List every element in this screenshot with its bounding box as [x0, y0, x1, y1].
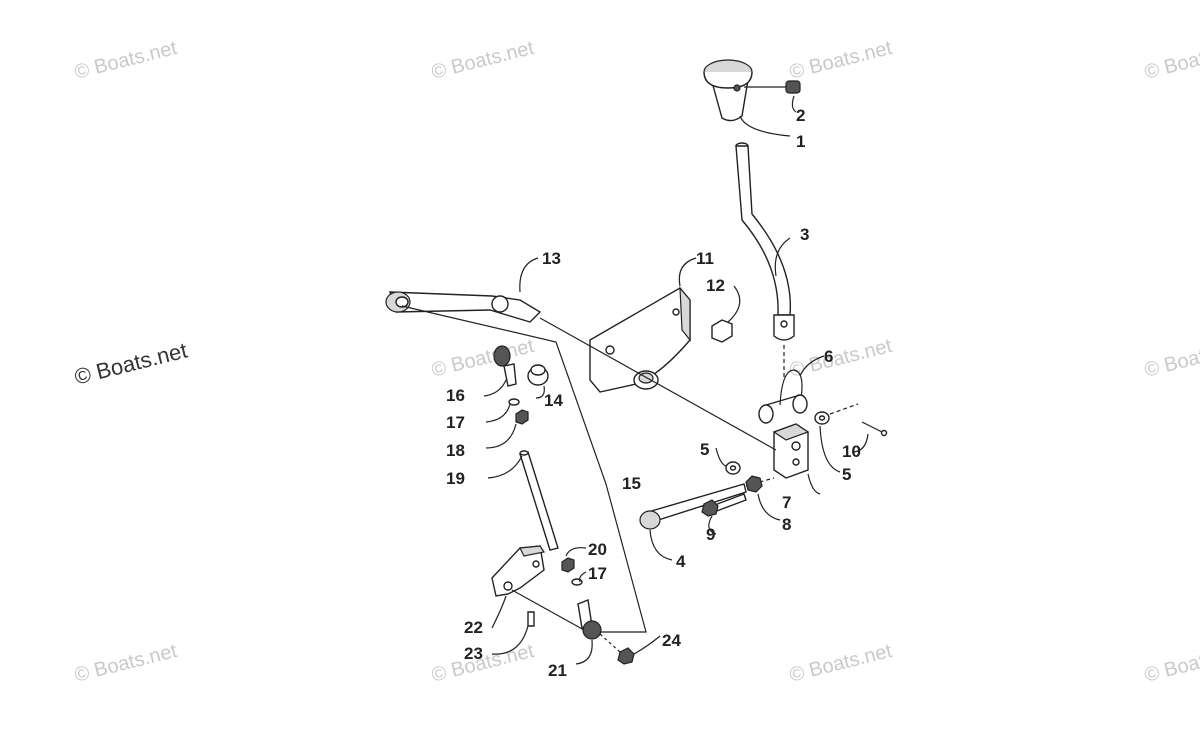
- callout-5: 5: [842, 465, 851, 484]
- callout-14: 14: [544, 391, 563, 410]
- washer: [571, 578, 583, 586]
- callout-10: 10: [842, 442, 861, 461]
- washer: [508, 398, 520, 406]
- callout-6: 6: [824, 347, 833, 366]
- ball-joint: [493, 345, 517, 387]
- screw: [527, 611, 535, 627]
- callout-8: 8: [782, 515, 791, 534]
- callout-3: 3: [800, 225, 809, 244]
- callout-22: 22: [464, 618, 483, 637]
- callout-16: 16: [446, 386, 465, 405]
- callout-12: 12: [706, 276, 725, 295]
- callout-20: 20: [588, 540, 607, 559]
- callout-17: 17: [588, 564, 607, 583]
- nut: [745, 475, 763, 493]
- washer-hole: [729, 465, 737, 471]
- knob-screw: [744, 80, 801, 94]
- callout-2: 2: [796, 106, 805, 125]
- washer-hole: [818, 415, 826, 421]
- callout-18: 18: [446, 441, 465, 460]
- threaded-rod: [519, 451, 559, 551]
- callout-9: 9: [706, 525, 715, 544]
- callout-17: 17: [446, 413, 465, 432]
- callout-5: 5: [700, 440, 709, 459]
- lever-arm: [385, 291, 542, 323]
- cotter-pin: [861, 421, 888, 437]
- bracket-plate: [589, 286, 691, 393]
- clevis-pin: [639, 477, 775, 530]
- callout-23: 23: [464, 644, 483, 663]
- bolt: [617, 647, 635, 665]
- clevis-block: [772, 423, 810, 479]
- callout-15: 15: [622, 474, 641, 493]
- callout-7: 7: [782, 493, 791, 512]
- nut: [527, 364, 549, 386]
- callout-19: 19: [446, 469, 465, 488]
- callout-21: 21: [548, 661, 567, 680]
- shift-knob: [703, 59, 753, 122]
- callout-4: 4: [676, 552, 686, 571]
- jam-nut: [561, 557, 575, 573]
- callout-24: 24: [662, 631, 681, 650]
- callout-1: 1: [796, 132, 805, 151]
- shift-rod: [735, 142, 795, 341]
- spring: [758, 369, 808, 424]
- callout-13: 13: [542, 249, 561, 268]
- jam-nut: [515, 409, 529, 425]
- callout-11: 11: [696, 249, 714, 268]
- nut: [711, 319, 733, 343]
- bolt: [701, 493, 747, 517]
- lower-ball-joint: [577, 599, 602, 640]
- lower-bracket: [491, 545, 545, 597]
